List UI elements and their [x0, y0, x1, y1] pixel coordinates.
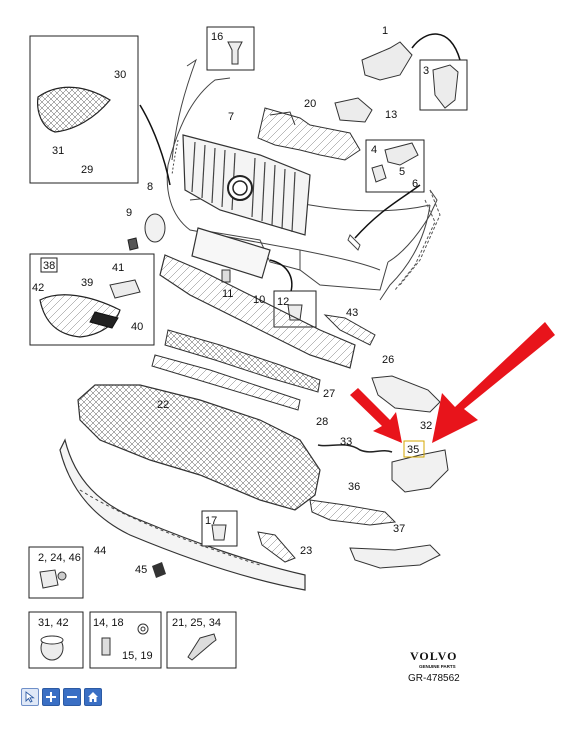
callout-45: 45: [135, 564, 147, 576]
callout-36: 36: [348, 481, 360, 493]
callout-labels: 1 2, 24, 46 3 4 5 6 7 8 9 10 11 12 13 14…: [32, 25, 432, 662]
callout-6: 6: [412, 178, 418, 190]
callout-41: 41: [112, 262, 124, 274]
part-8: [144, 213, 166, 243]
callout-10: 10: [253, 294, 265, 306]
callout-4: 4: [371, 144, 377, 156]
home-button[interactable]: [84, 688, 102, 706]
callout-13: 13: [385, 109, 397, 121]
callout-23: 23: [300, 545, 312, 557]
callout-29: 29: [81, 164, 93, 176]
part-43: [323, 314, 376, 346]
callout-35-highlight-box: [403, 440, 425, 458]
callout-17: 17: [205, 515, 217, 527]
plus-icon: [46, 692, 56, 702]
leader-line: [411, 33, 461, 61]
pointer-icon: [25, 691, 35, 703]
callout-21-25-34: 21, 25, 34: [172, 617, 221, 629]
highlight-arrow-large: [432, 322, 555, 443]
minus-icon: [67, 696, 77, 698]
part-1: [361, 41, 413, 81]
callout-28: 28: [316, 416, 328, 428]
part-32: [371, 375, 441, 413]
leader-line: [354, 184, 421, 239]
callout-38: 38: [43, 260, 55, 272]
part-13: [334, 97, 373, 123]
license-plate-holder: [191, 227, 271, 279]
callout-8: 8: [147, 181, 153, 193]
bolt-11: [221, 269, 231, 283]
highlight-arrow-small: [350, 388, 402, 443]
brand-subtitle: GENUINE PARTS: [419, 664, 456, 669]
zoom-in-button[interactable]: [42, 688, 60, 706]
callout-3: 3: [423, 65, 429, 77]
part-23: [257, 531, 296, 563]
callout-37: 37: [393, 523, 405, 535]
callout-22: 22: [157, 399, 169, 411]
callout-38-frame: [40, 257, 58, 273]
detail-box-16: [206, 26, 255, 71]
lower-bar-27: [164, 329, 321, 393]
right-fender-trim: [394, 189, 441, 291]
part-35: [391, 449, 449, 493]
callout-35: 35: [407, 444, 419, 456]
impact-absorber: [159, 254, 356, 369]
callout-31-42: 31, 42: [38, 617, 69, 629]
diagram-reference: GR-478562: [408, 673, 460, 684]
callout-12: 12: [277, 296, 289, 308]
callout-32: 32: [420, 420, 432, 432]
part-36: [309, 499, 397, 526]
callout-44: 44: [94, 545, 106, 557]
callout-15-19: 15, 19: [122, 650, 153, 662]
callout-33: 33: [340, 436, 352, 448]
highlight-arrows: [350, 322, 555, 443]
leader-line: [139, 104, 171, 186]
leader-line: [269, 259, 293, 296]
strip-28: [151, 354, 301, 411]
callout-31: 31: [52, 145, 64, 157]
callout-43: 43: [346, 307, 358, 319]
callout-1: 1: [382, 25, 388, 37]
part-3: [432, 64, 459, 109]
callout-9: 9: [126, 207, 132, 219]
zoom-out-button[interactable]: [63, 688, 81, 706]
callout-5: 5: [399, 166, 405, 178]
callout-16: 16: [211, 31, 223, 43]
home-icon: [88, 692, 98, 702]
callout-20: 20: [304, 98, 316, 110]
lower-spoiler: [59, 438, 306, 591]
part-45: [152, 562, 166, 578]
pointer-button[interactable]: [21, 688, 39, 706]
callout-2-24-46: 2, 24, 46: [38, 552, 81, 564]
viewer-toolbar: [21, 688, 102, 706]
callout-42: 42: [32, 282, 44, 294]
part-37: [349, 544, 441, 569]
callout-30: 30: [114, 69, 126, 81]
brand-logo: VOLVO: [410, 649, 457, 663]
bracket-20: [257, 107, 361, 161]
callout-14-18: 14, 18: [93, 617, 124, 629]
callout-7: 7: [228, 111, 234, 123]
callout-40: 40: [131, 321, 143, 333]
callout-27: 27: [323, 388, 335, 400]
callout-26: 26: [382, 354, 394, 366]
part-9: [127, 237, 139, 251]
splash-shield: [77, 384, 321, 511]
callout-39: 39: [81, 277, 93, 289]
grille: [182, 134, 311, 236]
part-33: [317, 444, 393, 453]
callout-11: 11: [222, 288, 233, 300]
